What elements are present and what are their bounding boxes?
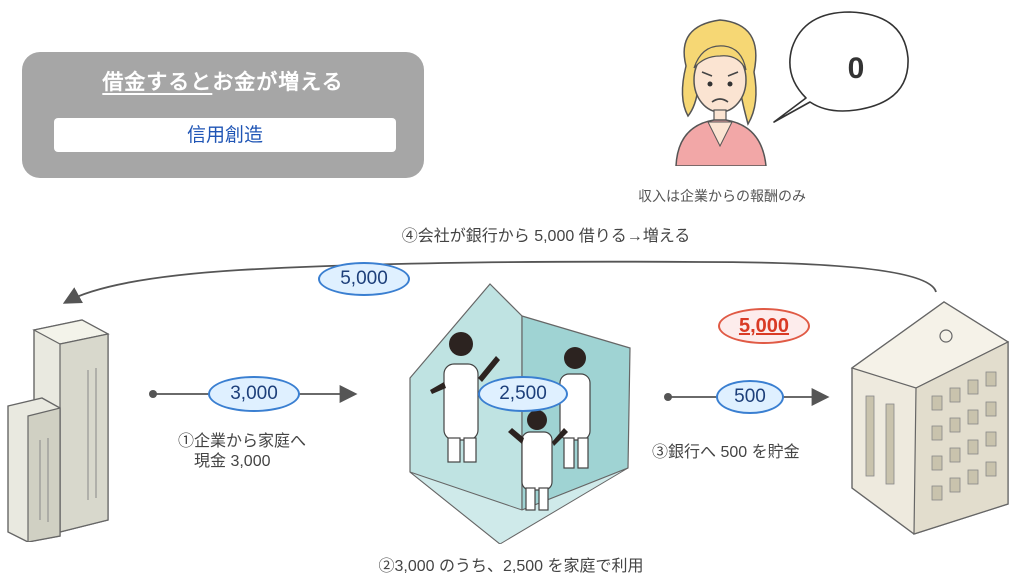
bank-total-amount: 5,000	[738, 315, 790, 337]
subtitle: 信用創造	[186, 124, 263, 146]
title-underlined: 借金すると	[102, 70, 213, 94]
family-room-icon	[409, 283, 631, 544]
loan-arrow	[62, 260, 937, 304]
bank-building-icon	[850, 301, 1010, 535]
person-caption: 収入は企業からの報酬のみ	[638, 188, 806, 204]
company-to-home-pill: 3,000	[208, 376, 300, 412]
step1-line2: 現金 3,000	[194, 453, 271, 470]
step3-label: ③銀行へ 500 を貯金	[652, 444, 800, 461]
home-spend-pill: 2,500	[478, 376, 568, 412]
subtitle-box: 信用創造	[54, 118, 396, 152]
loan-amount-pill: 5,000	[318, 262, 410, 296]
step2-label: ②3,000 のうち、2,500 を家庭で利用	[378, 558, 644, 575]
deposit-amount: 500	[734, 386, 766, 407]
step4-label: ④会社が銀行から 5,000 借りる→増える	[401, 228, 691, 245]
step1-label: ①企業から家庭へ 現金 3,000	[178, 432, 378, 472]
bank-total-pill: 5,000	[718, 308, 810, 344]
company-to-home-amount: 3,000	[230, 383, 278, 404]
home-spend-amount: 2,500	[499, 383, 547, 404]
title-rest: お金が増える	[212, 70, 344, 94]
title-card: 借金するとお金が増える 信用創造	[22, 52, 424, 178]
speech-bubble-value: 0	[847, 52, 865, 85]
speech-bubble-icon	[773, 11, 909, 123]
step1-line1: ①企業から家庭へ	[178, 433, 307, 450]
loan-amount: 5,000	[340, 268, 388, 289]
deposit-pill: 500	[716, 380, 784, 414]
diagram-title: 借金するとお金が増える	[22, 66, 424, 96]
worried-woman-icon	[675, 19, 767, 166]
office-buildings-icon	[7, 319, 110, 542]
